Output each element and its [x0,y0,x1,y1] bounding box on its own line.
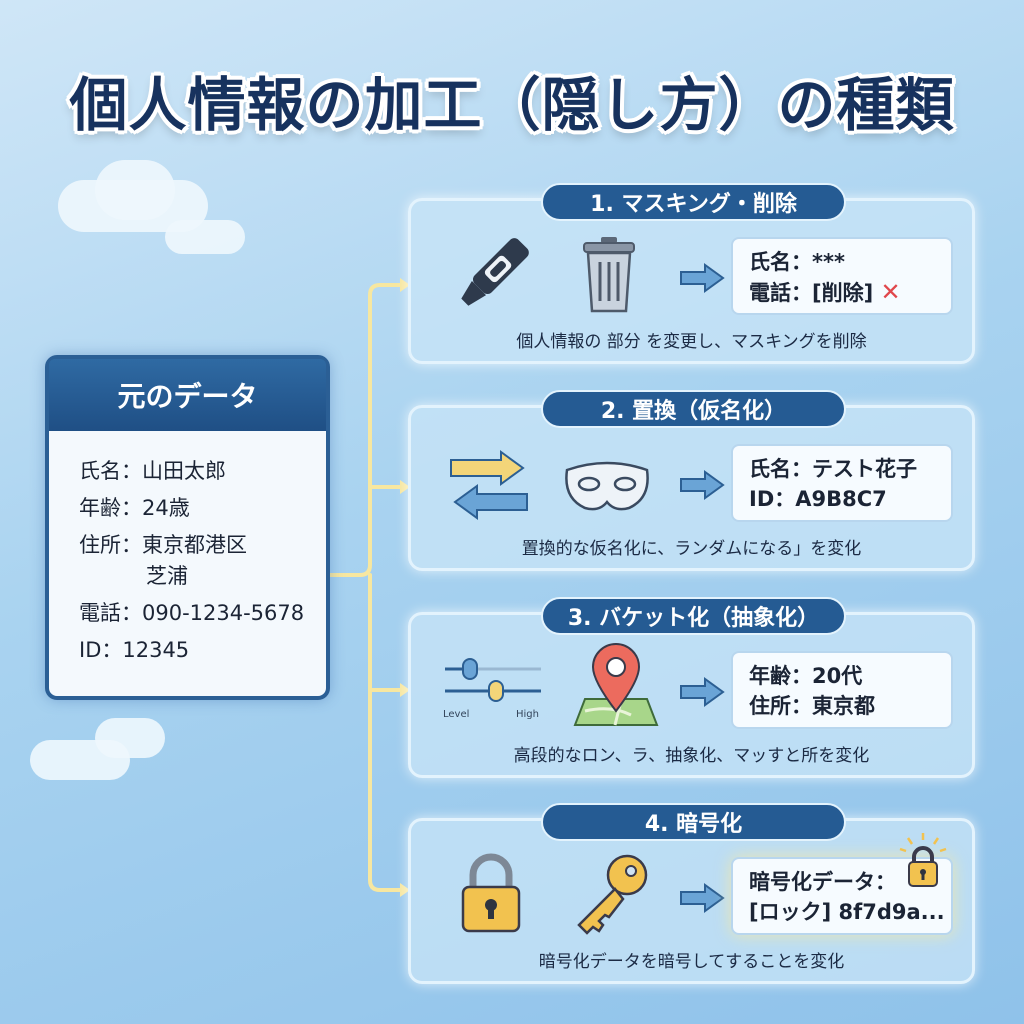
result-line: 氏名：テスト花子 [749,457,917,481]
slider-icon: Level High [443,658,541,720]
arrow-right-icon [680,883,725,913]
result-line: 住所：東京都 [749,694,875,718]
result-line: ID：A9B8C7 [749,487,887,511]
masking-result: 氏名：*** 電話：[削除] ✕ [731,237,953,315]
original-row-address: 住所：東京都港区 [79,533,247,557]
method-caption: 置換的な仮名化に、ランダムになる」を変化 [521,539,862,559]
original-data-heading: 元のデータ [49,359,326,431]
map-pin-icon [573,643,659,726]
method-panel-pseudonymization: 2. 置換（仮名化） 氏名：テスト花子 ID：A9B8C7 置換的な仮名化に、ラ… [408,390,975,571]
result-line: 年齢：20代 [749,664,863,688]
method-title: 3. バケット化（抽象化） [541,597,846,635]
method-title: 1. マスキング・削除 [541,183,846,221]
result-line: 電話：[削除] [749,281,874,305]
glowing-lock-icon [899,833,947,887]
cloud-decoration [95,718,165,758]
method-caption: 高段的なロン、ラ、抽象化、マッすと所を変化 [513,746,870,766]
arrow-right-icon [680,470,725,500]
arrow-right-icon [680,677,725,707]
method-title: 4. 暗号化 [541,803,846,841]
original-row-phone: 電話：090-1234-5678 [79,601,305,625]
original-row-address-cont: 芝浦 [146,564,188,588]
method-caption: 暗号化データを暗号してすることを変化 [538,952,845,972]
mask-icon [565,461,649,511]
trash-icon [583,237,635,313]
cloud-decoration [95,160,175,220]
slider-label-low: Level [443,709,469,720]
slider-label-high: High [516,709,539,720]
page-title: 個人情報の加工（隠し方）の種類 [69,71,955,139]
arrow-right-icon [680,263,725,293]
key-icon [577,854,648,935]
cloud-decoration [165,220,245,254]
original-row-age: 年齢：24歳 [79,496,190,520]
original-row-name: 氏名：山田太郎 [79,459,226,483]
result-line: 暗号化データ： [749,870,896,894]
marker-icon [461,238,529,306]
method-title: 2. 置換（仮名化） [541,390,846,428]
original-data-card: 元のデータ 氏名：山田太郎 年齢：24歳 住所：東京都港区 芝浦 電話：090-… [45,355,330,700]
result-line: [ロック] 8f7d9a... [749,900,945,924]
result-line: 氏名：*** [749,250,845,274]
padlock-icon [461,853,521,933]
method-panel-encryption: 4. 暗号化 暗号化データ： [ロック] 8f7d9a... 暗号化データを暗号… [408,803,975,984]
original-row-id: ID：12345 [79,638,190,662]
method-panel-bucketing: 3. バケット化（抽象化） Level High 年齢：20代 住所：東京都 高… [408,597,975,778]
bucketing-result: 年齢：20代 住所：東京都 [731,651,953,729]
pseudonym-result: 氏名：テスト花子 ID：A9B8C7 [731,444,953,522]
method-panel-masking: 1. マスキング・削除 氏名：*** 電話：[削除] ✕ 個人情報の 部分 を変… [408,183,975,364]
method-caption: 個人情報の 部分 を変更し、マスキングを削除 [516,332,867,352]
delete-x-icon: ✕ [880,278,901,306]
swap-arrows-icon [450,450,528,520]
